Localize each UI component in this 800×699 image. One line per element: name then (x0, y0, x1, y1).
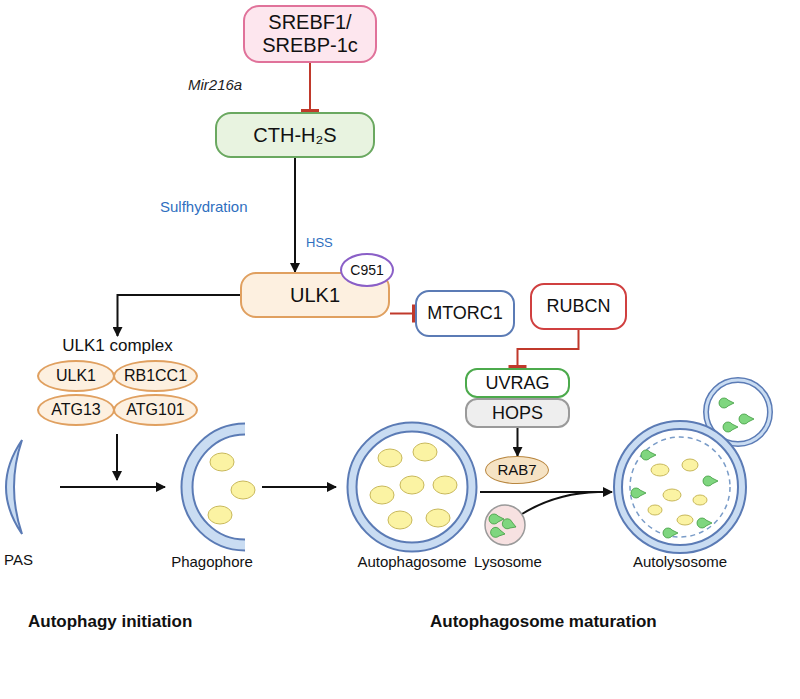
inhibition-connector (309, 63, 311, 112)
stage-label: Phagophore (171, 553, 253, 570)
process-box: CTH-H₂S (215, 112, 375, 158)
protein-box: HOPS (465, 398, 570, 428)
node-text: HOPS (492, 403, 543, 424)
protein-ellipse: RAB7 (485, 456, 549, 484)
edge-label: Mir216a (186, 76, 244, 93)
section-title: Autophagosome maturation (430, 612, 657, 632)
protein-box: RUBCN (530, 283, 627, 330)
subunit-ellipse: ATG13 (37, 394, 115, 426)
pas-membrane (6, 440, 22, 534)
flow-arrow (262, 486, 336, 488)
protein-box: MTORC1 (415, 290, 515, 337)
residue-ellipse: C951 (340, 253, 394, 287)
complex-arrow (116, 434, 118, 480)
group-heading: ULK1 complex (35, 336, 200, 356)
subunit-ellipse: ATG101 (113, 394, 198, 426)
enzymes (489, 514, 516, 537)
node-text: CTH-H₂S (253, 124, 336, 147)
node-text: RAB7 (497, 461, 536, 478)
subunit-ellipse: ULK1 (37, 360, 115, 392)
autolysosome-membrane (618, 425, 742, 549)
autophagosome-membrane (352, 427, 472, 547)
node-text: RUBCN (546, 296, 610, 317)
inhibition-connector (390, 313, 415, 315)
flow-arrow (60, 486, 165, 488)
node-text: SREBF1/ SREBP-1c (245, 11, 375, 57)
autophagosome-membrane-inner (352, 427, 472, 547)
stage-label: Autolysosome (633, 553, 727, 570)
stage-label: PAS (4, 551, 33, 568)
complex-group: ULK1 complexULK1 RB1CC1ATG13 ATG101 (35, 336, 200, 432)
subunit-ellipse: RB1CC1 (113, 360, 198, 392)
node-text: ULK1 (56, 367, 96, 385)
activation-connector (517, 428, 519, 456)
process-box: SREBF1/ SREBP-1c (243, 5, 377, 63)
autolysosome-inner-dashed (630, 437, 730, 537)
stage-label: Lysosome (474, 553, 542, 570)
stage-label: Autophagosome (357, 553, 466, 570)
cargo (208, 453, 255, 524)
activation-connector (118, 295, 241, 336)
enzymes (631, 398, 754, 538)
node-text: C951 (350, 262, 383, 278)
autolysosome-membrane-inner (618, 425, 742, 549)
section-title: Autophagy initiation (28, 612, 192, 632)
protein-box: UVRAG (465, 368, 570, 398)
lysosome (485, 505, 525, 545)
cargo (370, 443, 457, 529)
node-text: MTORC1 (427, 303, 503, 324)
node-text: UVRAG (485, 373, 549, 394)
fusion-curve (522, 492, 598, 514)
node-text: ULK1 (290, 284, 340, 307)
cargo (648, 459, 707, 525)
node-text: RB1CC1 (124, 367, 187, 385)
edge-label: Sulfhydration (158, 198, 250, 215)
inhibition-connector (518, 330, 579, 368)
node-text: ATG101 (126, 401, 184, 419)
node-text: ATG13 (51, 401, 101, 419)
residue-label: HSS (306, 236, 333, 251)
activation-connector (294, 158, 296, 272)
